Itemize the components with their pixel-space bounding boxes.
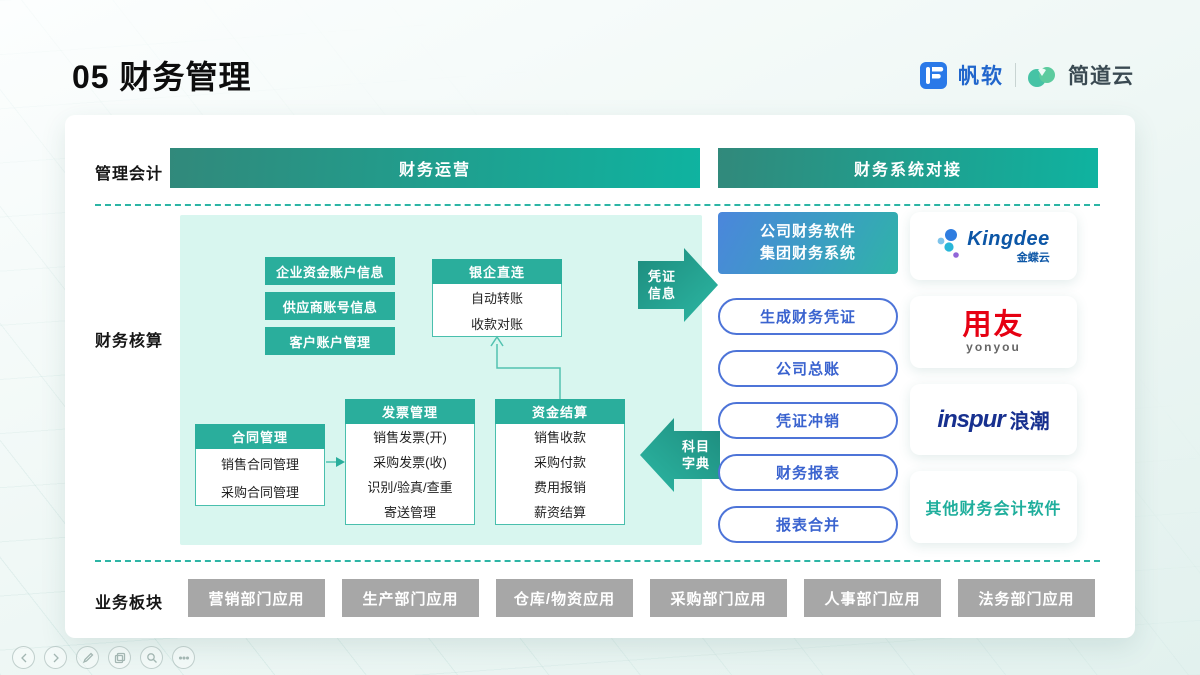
inspur-logo-sub: 浪潮 xyxy=(1009,411,1050,433)
box-invoice-title: 发票管理 xyxy=(345,399,475,424)
arrow-voucher-line1: 凭证 xyxy=(647,269,676,284)
pill-voucher-writeoff: 凭证冲销 xyxy=(718,402,898,439)
box-bank-direct-connect-title: 银企直连 xyxy=(432,259,562,284)
biz-btn-warehouse: 仓库/物资应用 xyxy=(496,579,633,617)
forward-button[interactable] xyxy=(44,646,67,669)
box-contract-item: 采购合同管理 xyxy=(220,484,299,500)
sys-line1: 公司财务软件 xyxy=(759,223,856,240)
box-fund-settlement: 资金结算 销售收款 采购付款 费用报销 薪资结算 xyxy=(495,399,625,525)
arrow-voucher-line2: 信息 xyxy=(647,286,676,301)
arrow-subject-dictionary: 科目 字典 xyxy=(640,418,720,492)
biz-btn-hr: 人事部门应用 xyxy=(804,579,941,617)
arrow-voucher-info: 凭证 信息 xyxy=(638,248,718,322)
more-icon[interactable] xyxy=(172,646,195,669)
biz-btn-legal: 法务部门应用 xyxy=(958,579,1095,617)
kingdee-dots-icon xyxy=(937,227,961,266)
box-settlement-item: 薪资结算 xyxy=(533,505,586,520)
jiandaoyun-logo-icon xyxy=(1027,62,1057,88)
fanruan-logo-text: 帆软 xyxy=(958,65,1004,88)
divider-dashed-top xyxy=(95,204,1100,206)
box-contract-management: 合同管理 销售合同管理 采购合同管理 xyxy=(195,424,325,506)
box-contract-item: 销售合同管理 xyxy=(220,456,299,472)
pill-report-merge: 报表合并 xyxy=(718,506,898,543)
page-title: 05 财务管理 xyxy=(72,59,252,95)
kingdee-logo-text: Kingdee xyxy=(967,227,1050,250)
zoom-icon[interactable] xyxy=(140,646,163,669)
arrow-subject-line2: 字典 xyxy=(681,456,710,471)
biz-btn-production: 生产部门应用 xyxy=(342,579,479,617)
presentation-toolbar xyxy=(12,646,195,669)
banner-finance-operation: 财务运营 xyxy=(170,148,700,188)
divider-dashed-bottom xyxy=(95,560,1100,562)
vendor-card-kingdee: Kingdee 金蝶云 xyxy=(910,212,1077,280)
box-invoice-item: 识别/验真/查重 xyxy=(367,480,453,495)
sys-line2: 集团财务系统 xyxy=(759,245,856,262)
box-settlement-item: 销售收款 xyxy=(533,430,586,445)
slides-icon[interactable] xyxy=(108,646,131,669)
box-invoice-management: 发票管理 销售发票(开) 采购发票(收) 识别/验真/查重 寄送管理 xyxy=(345,399,475,525)
brand-separator xyxy=(1015,63,1016,87)
arrow-subject-line1: 科目 xyxy=(681,439,710,454)
box-settlement-item: 费用报销 xyxy=(533,480,586,495)
box-company-finance-system: 公司财务软件 集团财务系统 xyxy=(718,212,898,274)
pill-company-ledger: 公司总账 xyxy=(718,350,898,387)
box-invoice-item: 寄送管理 xyxy=(383,505,436,520)
chip-customer-account: 客户账户管理 xyxy=(265,327,395,355)
pill-generate-voucher: 生成财务凭证 xyxy=(718,298,898,335)
pill-financial-report: 财务报表 xyxy=(718,454,898,491)
row-label-accounting: 财务核算 xyxy=(95,333,164,350)
biz-btn-procurement: 采购部门应用 xyxy=(650,579,787,617)
box-settlement-title: 资金结算 xyxy=(495,399,625,424)
box-bank-direct-connect: 银企直连 自动转账 收款对账 xyxy=(432,259,562,337)
fanruan-logo-icon xyxy=(920,61,947,89)
kingdee-logo-sub: 金蝶云 xyxy=(1016,251,1050,264)
box-settlement-item: 采购付款 xyxy=(533,455,586,470)
vendor-card-inspur: inspur 浪潮 xyxy=(910,384,1077,455)
row-label-business: 业务板块 xyxy=(95,595,164,612)
vendor-card-yonyou: 用友 yonyou xyxy=(910,296,1077,368)
box-contract-title: 合同管理 xyxy=(195,424,325,449)
other-software-text: 其他财务会计软件 xyxy=(925,501,1062,518)
row-label-management: 管理会计 xyxy=(95,166,164,183)
chip-supplier-account: 供应商账号信息 xyxy=(265,292,395,320)
box-bank-item: 收款对账 xyxy=(470,316,523,332)
brand-logos: 帆软 简道云 xyxy=(920,58,1134,92)
box-invoice-item: 采购发票(收) xyxy=(373,455,447,470)
box-invoice-item: 销售发票(开) xyxy=(373,430,447,445)
inspur-logo-text: inspur xyxy=(937,405,1005,433)
banner-finance-system-integration: 财务系统对接 xyxy=(718,148,1098,188)
chip-enterprise-fund-account: 企业资金账户信息 xyxy=(265,257,395,285)
back-button[interactable] xyxy=(12,646,35,669)
box-bank-item: 自动转账 xyxy=(470,290,523,306)
yonyou-logo-text: 用友 xyxy=(962,309,1025,341)
yonyou-logo-sub: yonyou xyxy=(966,340,1021,354)
pencil-icon[interactable] xyxy=(76,646,99,669)
biz-btn-marketing: 营销部门应用 xyxy=(188,579,325,617)
business-buttons-row: 营销部门应用 生产部门应用 仓库/物资应用 采购部门应用 人事部门应用 法务部门… xyxy=(188,579,1095,617)
jiandaoyun-logo-text: 简道云 xyxy=(1068,65,1134,88)
slide-main-card: 管理会计 财务运营 财务系统对接 财务核算 企业资金账户信息 供应商账号信息 客… xyxy=(65,115,1135,638)
vendor-card-other-software: 其他财务会计软件 xyxy=(910,471,1077,543)
